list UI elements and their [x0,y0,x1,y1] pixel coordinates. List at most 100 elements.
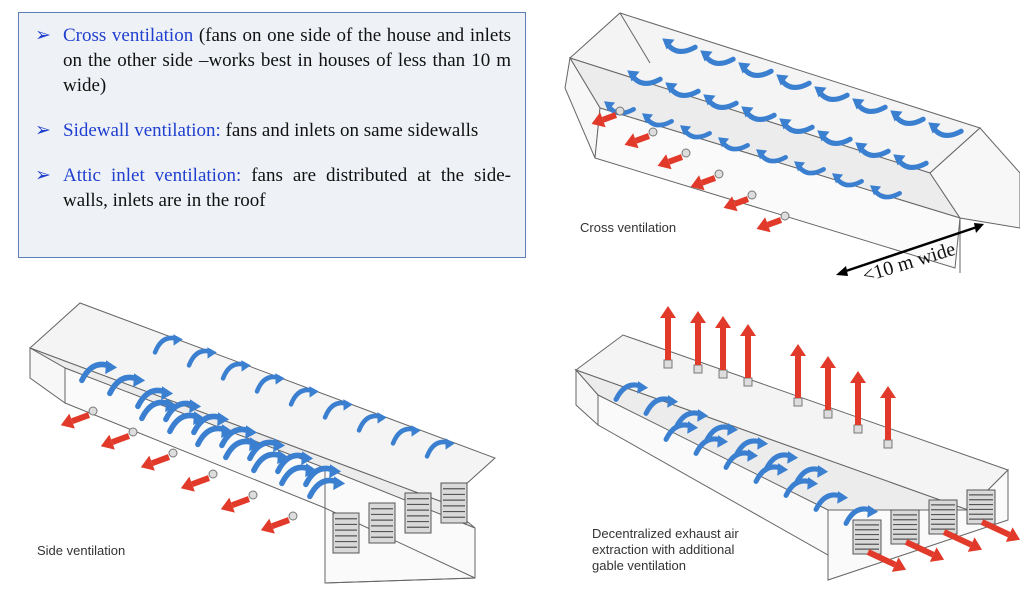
airflow-arrow-icon [843,505,879,526]
airflow-arrow-icon [665,82,701,98]
airflow-arrow-icon [700,50,736,66]
fan-icon [288,511,298,521]
fan-icon [248,490,258,500]
airflow-arrow-icon [247,438,286,462]
airflow-arrow-icon [288,386,319,407]
airflow-arrow-icon [813,491,849,512]
airflow-arrow-icon [794,161,826,176]
airflow-arrow-icon [738,62,774,78]
airflow-arrow-icon [763,451,799,472]
bullet-attic: ➢ Attic inlet ventilation: fans are dist… [35,163,511,213]
airflow-arrow-icon [814,86,850,102]
airflow-arrow-icon [152,334,183,355]
airflow-arrow-icon [662,38,698,54]
bullet-cross-title: Cross ventilation [63,25,194,46]
bullet-attic-text: fans are distributed at the side-walls, … [63,165,511,211]
ventilation-types-list: ➢ Cross ventilation (fans on one side of… [18,12,526,258]
airflow-arrow-icon [322,399,353,420]
fan-icon [793,397,803,407]
airflow-arrow-icon [855,142,891,158]
airflow-arrow-icon [219,425,258,449]
fan-icon [693,364,703,374]
airflow-arrow-icon [167,411,206,435]
fan-icon [883,439,893,449]
airflow-arrow-icon [852,98,888,114]
fan-icon [747,190,757,200]
bullet-sidewall-text: fans and inlets on same sidewalls [220,120,479,141]
fan-icon [615,106,625,116]
fan-icon [648,127,658,137]
fan-icon [681,148,691,158]
attic-house-illustration [574,306,1021,581]
bullet-sidewall-title: Sidewall ventilation: [63,120,221,141]
exhaust-arrow-icon [723,196,750,212]
side-house-illustration [29,302,496,584]
airflow-arrow-icon [627,70,663,86]
airflow-arrow-icon [195,424,234,448]
fan-icon [208,469,218,479]
attic-ventilation-diagram: Decentralized exhaust air extraction wit… [568,290,1024,590]
attic-caption-line-2: extraction with additional [592,542,735,557]
airflow-arrow-icon [642,113,674,128]
exhaust-arrow-icon [715,316,731,370]
airflow-arrow-icon [832,173,864,188]
exhaust-arrow-icon [980,519,1021,542]
fan-icon [743,377,753,387]
exhaust-arrow-icon [690,311,706,365]
airflow-arrow-icon [275,451,314,475]
airflow-arrow-icon [756,149,788,164]
exhaust-arrow-icon [790,344,806,398]
fan-icon [928,499,958,535]
airflow-arrow-icon [163,399,202,423]
cross-caption: Cross ventilation [580,220,677,235]
exhaust-arrow-icon [942,529,983,552]
airflow-arrow-icon [186,347,217,368]
fan-icon [823,409,833,419]
airflow-arrow-icon [307,476,346,500]
side-caption: Side ventilation [37,543,126,558]
exhaust-arrow-icon [140,454,171,471]
bullet-sidewall: ➢ Sidewall ventilation: fans and inlets … [35,118,511,143]
arrowhead-bullet-icon: ➢ [35,120,51,141]
fan-icon [853,424,863,434]
fan-icon [404,492,432,534]
fan-icon [714,169,724,179]
airflow-arrow-icon [79,360,118,384]
exhaust-arrow-icon [657,154,684,170]
exhaust-arrow-icon [660,306,676,360]
exhaust-arrow-icon [820,356,836,410]
airflow-arrow-icon [928,122,964,138]
exhaust-arrow-icon [850,371,866,425]
exhaust-arrow-icon [260,517,291,534]
airflow-arrow-icon [703,94,739,110]
airflow-arrow-icon [135,386,174,410]
airflow-arrow-icon [718,137,750,152]
airflow-arrow-icon [220,360,251,381]
bullet-cross: ➢ Cross ventilation (fans on one side of… [35,23,511,98]
airflow-arrow-icon [793,465,829,486]
airflow-arrow-icon [424,438,455,459]
exhaust-arrow-icon [100,433,131,450]
airflow-arrow-icon [733,437,769,458]
fan-icon [718,369,728,379]
airflow-arrow-icon [279,463,318,487]
airflow-arrow-icon [643,395,679,416]
fan-icon [128,427,138,437]
airflow-arrow-icon [254,373,285,394]
attic-caption-line-3: gable ventilation [592,558,686,573]
bullet-cross-text: (fans on one side of the house and inlet… [63,25,511,96]
attic-caption-line-1: Decentralized exhaust air [592,526,739,541]
airflow-arrow-icon [613,381,649,402]
airflow-arrow-icon [870,185,902,200]
cross-house-illustration [564,12,1020,276]
exhaust-arrow-icon [904,539,945,562]
exhaust-arrow-icon [880,386,896,440]
cross-ventilation-diagram: Cross ventilation <10 m wide [540,8,1020,298]
exhaust-arrow-icon [866,549,907,572]
fan-icon [890,509,920,545]
airflow-arrow-icon [107,373,146,397]
airflow-arrow-icon [817,130,853,146]
airflow-arrow-icon [741,106,777,122]
airflow-arrow-icon [223,437,262,461]
exhaust-arrow-icon [690,175,717,191]
